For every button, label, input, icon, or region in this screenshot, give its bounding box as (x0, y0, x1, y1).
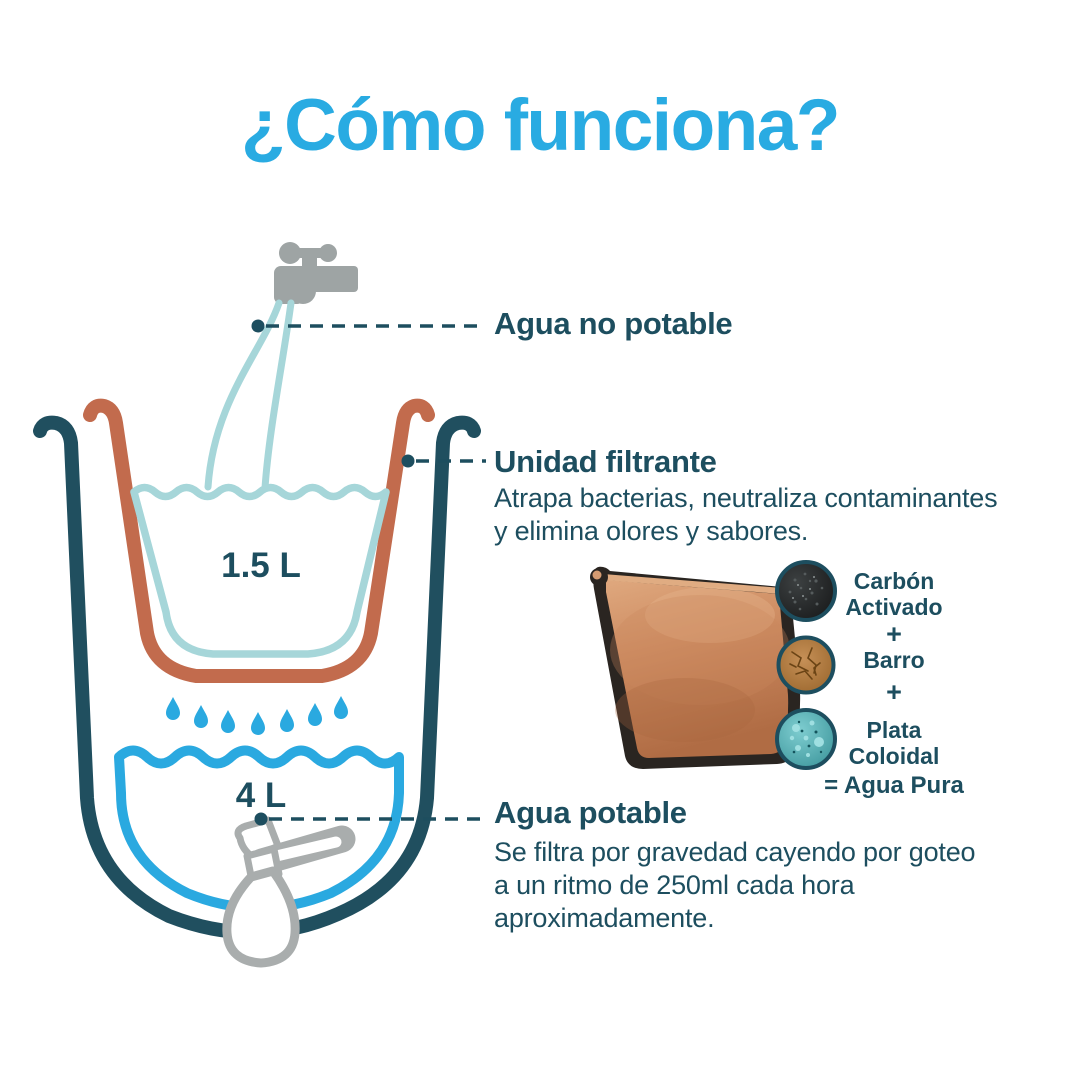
composition-item-carbon: Carbón Activado (845, 568, 943, 620)
plus-sign: + (886, 619, 902, 649)
filter-description: Atrapa bacterias, neutraliza contaminant… (494, 482, 998, 548)
water-drops-icon (166, 696, 348, 735)
outlet-description: Se filtra por gravedad cayendo por goteo… (494, 836, 976, 935)
composition-result: = Agua Pura (824, 772, 964, 799)
silver-texture-icon (775, 708, 837, 770)
outlet-label: Agua potable (494, 795, 687, 830)
filter-unit-shape (83, 398, 435, 683)
carbon-texture-icon (775, 560, 837, 622)
composition-item-silver: Plata Coloidal (848, 717, 940, 769)
plus-sign: + (886, 677, 902, 707)
filter-capacity: 1.5 L (221, 546, 301, 585)
filter-label: Unidad filtrante (494, 444, 717, 479)
text-line: aproximadamente. (494, 903, 715, 933)
text-line: Se filtra por gravedad cayendo por goteo (494, 837, 976, 867)
inlet-label: Agua no potable (494, 306, 733, 341)
callout-lines (251, 319, 486, 826)
text-line: y elimina olores y sabores. (494, 516, 809, 546)
water-stream (204, 299, 295, 492)
page-title: ¿Cómo funciona? (241, 85, 840, 166)
reservoir-capacity: 4 L (235, 776, 287, 815)
clay-texture-icon (776, 635, 836, 695)
spigot-icon (222, 816, 356, 968)
composition-item-clay: Barro (863, 647, 925, 673)
filter-water (130, 483, 390, 658)
clay-filter-photo (590, 566, 801, 769)
text-line: Atrapa bacterias, neutraliza contaminant… (494, 483, 998, 513)
faucet-icon (274, 242, 358, 304)
text-line: a un ritmo de 250ml cada hora (494, 870, 855, 900)
